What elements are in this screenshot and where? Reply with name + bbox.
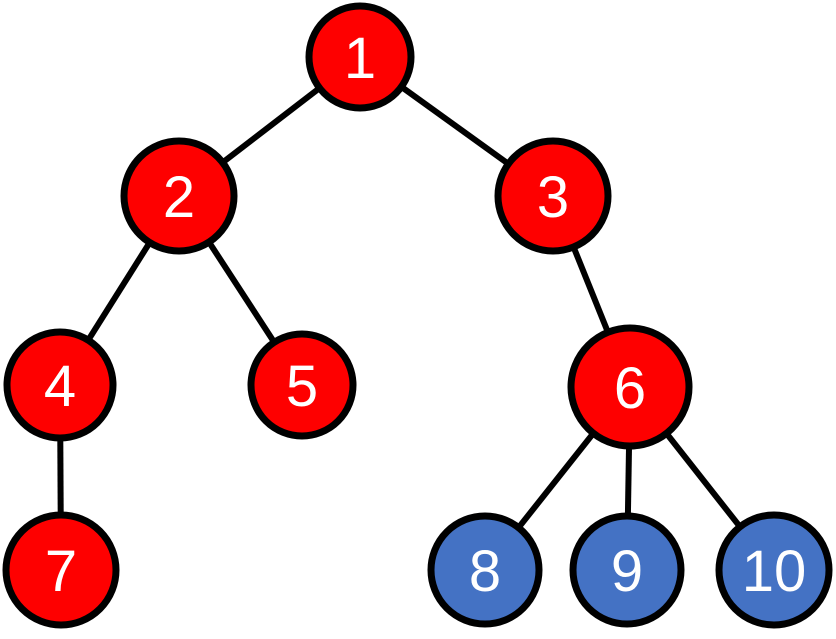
node-label: 1 [344, 26, 376, 91]
node-circle-red [2, 511, 120, 629]
tree-node-6: 6 [567, 324, 693, 450]
node-circle-red [567, 324, 693, 450]
node-circle-blue [427, 512, 543, 628]
tree-node-7: 7 [2, 511, 120, 629]
node-label: 6 [614, 356, 646, 421]
node-circle-blue [569, 512, 685, 628]
node-circle-red [120, 137, 238, 255]
tree-node-2: 2 [120, 137, 238, 255]
node-label: 5 [286, 354, 318, 419]
node-label: 3 [537, 165, 569, 230]
node-label: 2 [163, 165, 195, 230]
node-circle-red [3, 328, 117, 442]
tree-node-8: 8 [427, 512, 543, 628]
tree-node-4: 4 [3, 328, 117, 442]
tree-node-9: 9 [569, 512, 685, 628]
node-label: 4 [44, 354, 76, 419]
node-label: 9 [611, 539, 643, 604]
node-circle-red [494, 137, 612, 255]
tree-node-5: 5 [247, 330, 357, 440]
node-label: 10 [742, 539, 807, 604]
node-circle-blue [715, 511, 833, 629]
tree-node-1: 1 [305, 2, 415, 112]
node-label: 7 [45, 539, 77, 604]
node-circle-red [247, 330, 357, 440]
tree-node-10: 10 [715, 511, 833, 629]
tree-node-3: 3 [494, 137, 612, 255]
node-circle-red [305, 2, 415, 112]
node-label: 8 [469, 539, 501, 604]
